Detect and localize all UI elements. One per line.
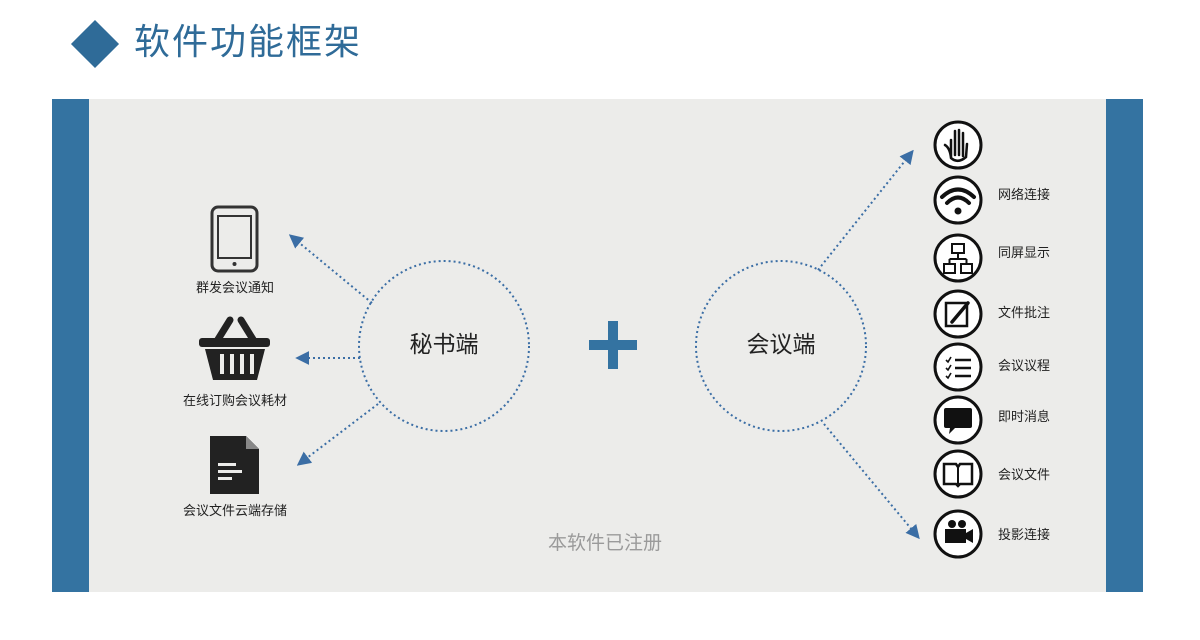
tablet-icon <box>210 205 259 273</box>
meeting-node-circle <box>695 260 867 432</box>
edit-icon <box>933 289 983 339</box>
feature-label-annotation: 文件批注 <box>998 306 1051 321</box>
feature-label-network: 网络连接 <box>998 188 1051 203</box>
shopping-basket-icon <box>199 316 270 380</box>
right-side-bar <box>1106 99 1143 592</box>
left-side-bar <box>52 99 89 592</box>
arrow-meeting-to-top <box>817 149 914 271</box>
arrow-meeting-to-bottom <box>823 423 920 540</box>
feature-label-notice: 群发会议通知 <box>195 281 274 296</box>
raised-hand-icon <box>933 120 983 170</box>
secretary-node-circle <box>358 260 530 432</box>
feature-label-order: 在线订购会议耗材 <box>182 394 287 409</box>
feature-label-files: 会议文件 <box>998 468 1051 483</box>
open-book-icon <box>933 449 983 499</box>
plus-icon <box>589 321 637 369</box>
registration-watermark: 本软件已注册 <box>547 532 662 554</box>
document-icon <box>210 436 259 494</box>
wifi-icon <box>933 175 983 225</box>
page-title: 软件功能框架 <box>134 22 363 63</box>
chat-bubble-icon <box>933 395 983 445</box>
secretary-node-label: 秘书端 <box>409 332 479 358</box>
agenda-list-icon <box>933 342 983 392</box>
feature-label-screen-share: 同屏显示 <box>998 246 1051 261</box>
feature-label-storage: 会议文件云端存储 <box>182 504 287 519</box>
video-camera-icon <box>933 509 983 559</box>
feature-label-agenda: 会议议程 <box>998 359 1051 374</box>
arrow-secretary-to-storage <box>296 403 379 466</box>
feature-label-projection: 投影连接 <box>998 528 1051 543</box>
feature-label-messaging: 即时消息 <box>998 410 1051 425</box>
network-icon <box>933 233 983 283</box>
meeting-node-label: 会议端 <box>746 332 816 358</box>
